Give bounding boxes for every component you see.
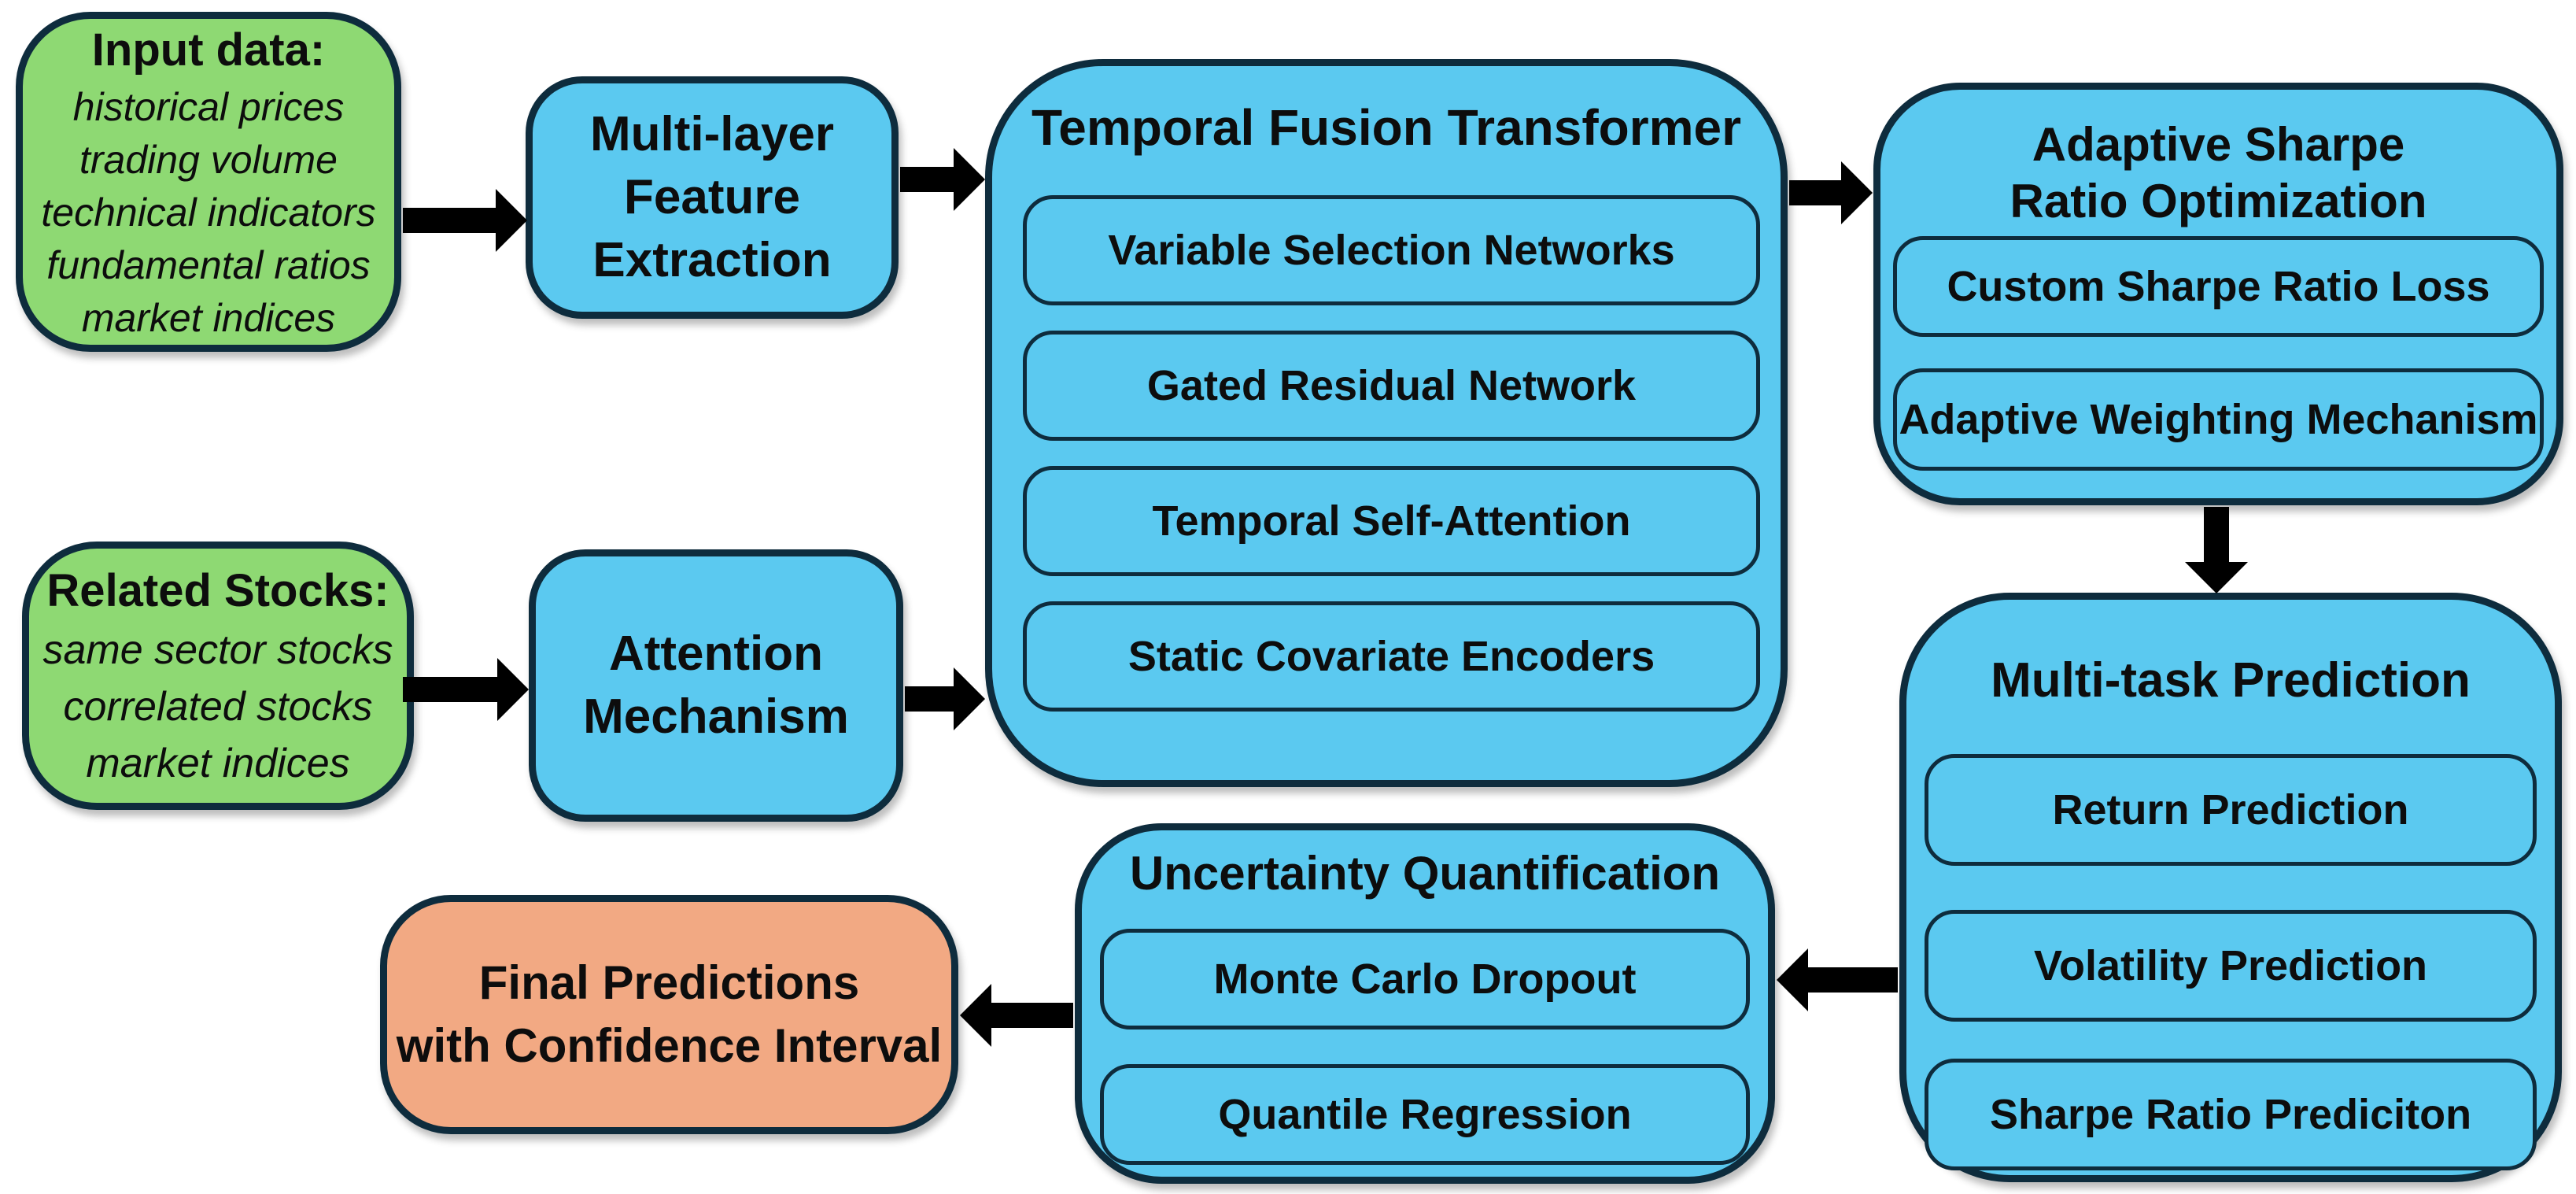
arrowhead-adaptive-to-multitask-icon — [2185, 562, 2248, 593]
arrowhead-input-to-multilayer-icon — [496, 189, 527, 252]
input-data-item: fundamental ratios — [46, 242, 371, 287]
related-stocks-item: correlated stocks — [63, 683, 373, 730]
uncertainty-child-monte-carlo-dropout: Monte Carlo Dropout — [1100, 929, 1750, 1030]
arrow-adaptive-to-multitask — [2204, 507, 2229, 564]
arrowhead-related-to-attention-icon — [497, 658, 529, 721]
tft-child-variable-selection-networks: Variable Selection Networks — [1023, 195, 1760, 305]
uncertainty-title: Uncertainty Quantification — [1129, 847, 1721, 900]
tft-child-temporal-self-attention: Temporal Self-Attention — [1023, 466, 1760, 576]
multilayer-label-line: Feature — [624, 170, 800, 224]
arrowhead-uncertainty-to-final-icon — [960, 984, 991, 1047]
uncertainty-child-quantile-regression: Quantile Regression — [1100, 1064, 1750, 1165]
multitask-title: Multi-task Prediction — [1991, 653, 2471, 708]
node-input-data: Input data: historical prices trading vo… — [16, 12, 401, 352]
node-final-predictions: Final Predictions with Confidence Interv… — [380, 895, 958, 1134]
arrowhead-tft-to-adaptive-icon — [1841, 161, 1873, 224]
related-stocks-item: same sector stocks — [42, 627, 393, 673]
attention-label-line: Attention — [608, 627, 824, 681]
input-data-title: Input data: — [91, 24, 326, 76]
tft-title: Temporal Fusion Transformer — [1031, 99, 1742, 156]
final-label-line: Final Predictions — [478, 956, 860, 1009]
arrow-tft-to-adaptive — [1789, 180, 1844, 205]
tft-child-static-covariate-encoders: Static Covariate Encoders — [1023, 601, 1760, 712]
node-related-stocks: Related Stocks: same sector stocks corre… — [22, 542, 414, 810]
arrow-attention-to-tft — [905, 686, 957, 712]
multitask-child-sharpe-ratio-prediction: Sharpe Ratio Prediciton — [1925, 1059, 2537, 1170]
adaptive-child-custom-sharpe-ratio-loss: Custom Sharpe Ratio Loss — [1893, 236, 2544, 337]
multilayer-label-line: Multi-layer — [589, 107, 835, 161]
arrow-uncertainty-to-final — [990, 1003, 1073, 1028]
node-multilayer-feature-extraction: Multi-layer Feature Extraction — [526, 76, 899, 319]
arrowhead-multitask-to-uncertainty-icon — [1777, 948, 1808, 1011]
arrow-multilayer-to-tft — [900, 167, 957, 192]
arrow-input-to-multilayer — [403, 208, 499, 233]
arrow-related-to-attention — [403, 677, 500, 702]
adaptive-title-line: Ratio Optimization — [2010, 175, 2427, 227]
input-data-item: historical prices — [72, 84, 345, 129]
related-stocks-title: Related Stocks: — [46, 564, 389, 616]
final-label-line: with Confidence Interval — [396, 1019, 943, 1072]
tft-child-gated-residual-network: Gated Residual Network — [1023, 331, 1760, 441]
multilayer-label-line: Extraction — [592, 233, 832, 287]
node-attention-mechanism: Attention Mechanism — [529, 549, 903, 822]
adaptive-child-adaptive-weighting-mechanism: Adaptive Weighting Mechanism — [1893, 368, 2544, 471]
input-data-item: technical indicators — [41, 190, 376, 235]
multitask-child-volatility-prediction: Volatility Prediction — [1925, 910, 2537, 1022]
attention-label-line: Mechanism — [583, 689, 849, 744]
related-stocks-item: market indices — [86, 740, 350, 786]
adaptive-title-line: Adaptive Sharpe — [2032, 118, 2405, 171]
input-data-item: trading volume — [79, 137, 338, 182]
input-data-item: market indices — [81, 295, 336, 340]
multitask-child-return-prediction: Return Prediction — [1925, 754, 2537, 866]
arrowhead-attention-to-tft-icon — [954, 667, 985, 730]
arrowhead-multilayer-to-tft-icon — [954, 148, 985, 211]
arrow-multitask-to-uncertainty — [1807, 967, 1898, 993]
